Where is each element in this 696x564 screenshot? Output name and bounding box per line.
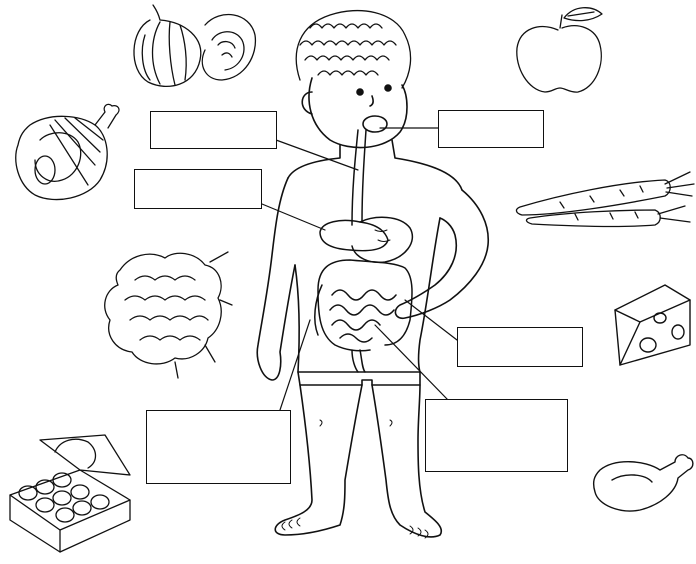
carrot-icon <box>516 172 694 227</box>
leader-line-mouth <box>276 140 358 170</box>
liver <box>320 220 388 250</box>
leader-line-small-intestine <box>405 300 457 340</box>
left-arm <box>257 178 295 380</box>
ham-icon <box>16 104 119 199</box>
digestive-organs <box>315 130 413 372</box>
cauliflower-icon <box>105 252 232 378</box>
shorts <box>298 372 420 385</box>
egg-carton-icon <box>10 435 130 552</box>
apple-icon <box>517 8 602 92</box>
eye-left <box>357 89 363 95</box>
neck-left <box>288 145 340 178</box>
hair <box>296 11 410 88</box>
onion-icon <box>134 5 255 86</box>
large-intestine <box>318 260 412 351</box>
leader-lines <box>262 128 457 410</box>
torso-right <box>419 218 441 372</box>
right-arm <box>395 190 488 318</box>
chicken-leg-icon <box>594 455 693 511</box>
nose <box>370 96 373 106</box>
leader-line-esophagus <box>262 204 325 230</box>
leader-line-rectum <box>375 325 448 400</box>
label-box-3[interactable] <box>438 110 544 148</box>
label-box-4[interactable] <box>457 327 583 367</box>
small-intestine <box>330 290 396 342</box>
leader-line-large-intestine <box>280 320 310 410</box>
eye-right <box>385 85 391 91</box>
rectum <box>352 350 365 372</box>
label-box-1[interactable] <box>150 111 277 149</box>
label-box-5[interactable] <box>146 410 291 484</box>
label-box-6[interactable] <box>425 399 568 472</box>
esophagus <box>352 130 366 225</box>
stomach <box>352 217 412 262</box>
cheese-icon <box>615 285 690 365</box>
label-box-2[interactable] <box>134 169 262 209</box>
